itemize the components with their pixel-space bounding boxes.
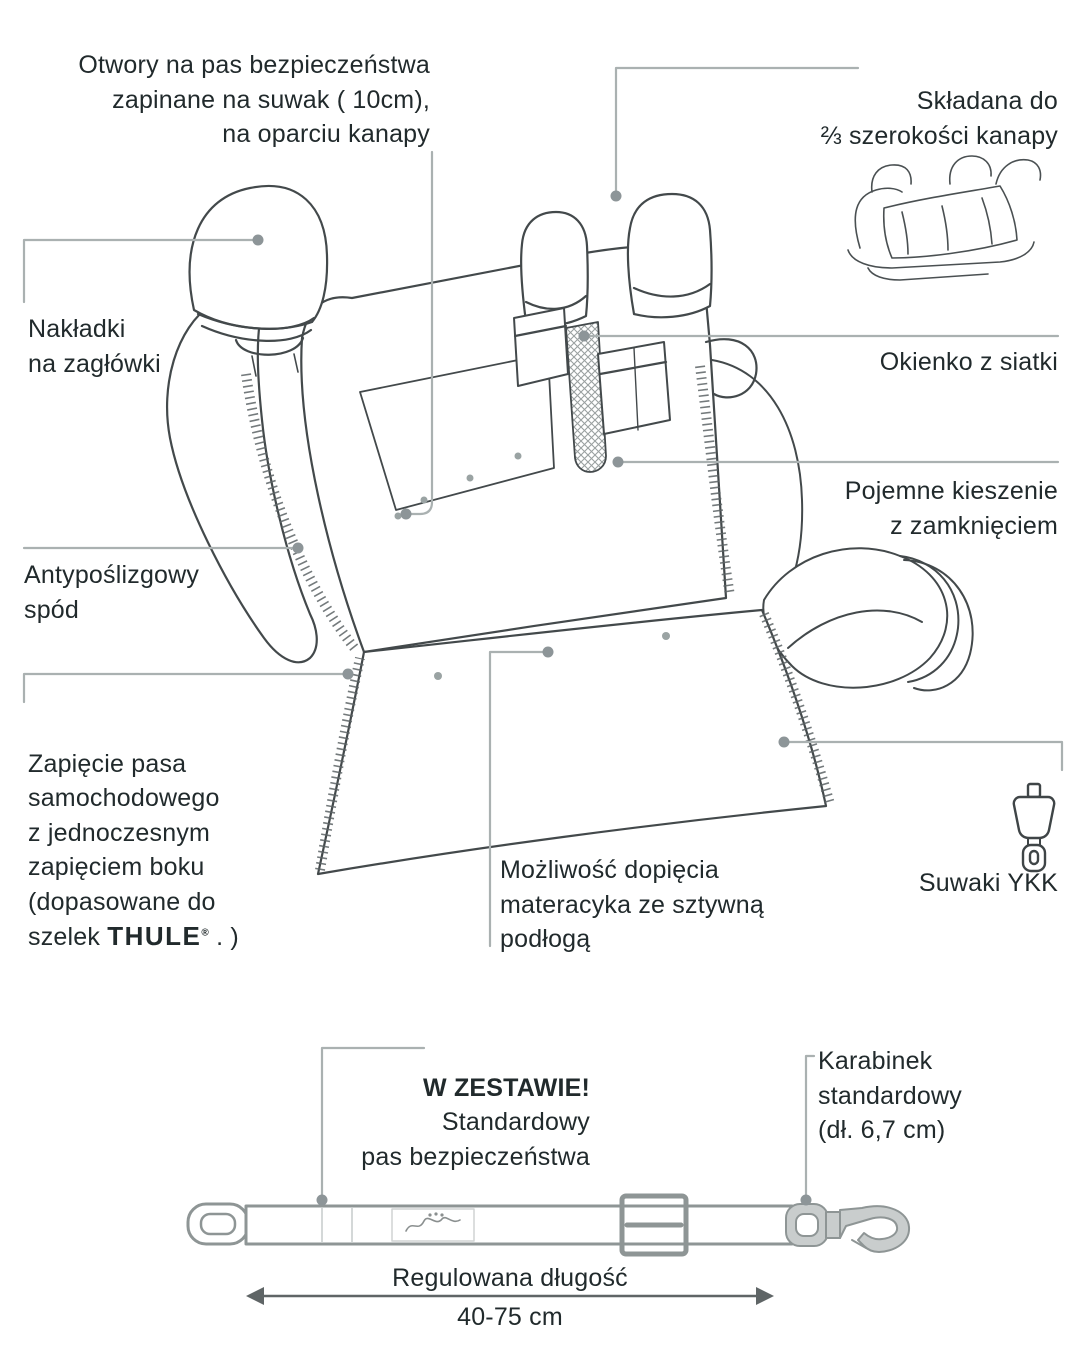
- callout-mattress: Możliwość dopięcia materacyka ze sztywną…: [500, 856, 765, 953]
- callout-headrest-covers: Nakładki na zagłówki: [28, 315, 161, 378]
- callout-pockets: Pojemne kieszenie z zamknięciem: [844, 477, 1058, 540]
- snap-dots: [394, 452, 670, 680]
- belt-length-value: 40-75 cm: [457, 1303, 563, 1331]
- callout-mesh-window: Okienko z siatki: [879, 348, 1058, 376]
- included-title: W ZESTAWIE!: [423, 1073, 590, 1102]
- side-handle: [704, 338, 758, 399]
- included-text: Standardowy pas bezpieczeństwa: [361, 1108, 590, 1171]
- small-headrest-covers: [520, 192, 713, 327]
- belt-adjuster: [619, 1193, 689, 1257]
- callout-included: W ZESTAWIE! Standardowy pas bezpieczeństw…: [361, 1036, 590, 1174]
- callout-carabiner: Karabinek standardowy (dł. 6,7 cm): [818, 1047, 962, 1144]
- belt-eyelet: [186, 1202, 250, 1246]
- back-fold-panel: [359, 353, 555, 511]
- belt-length-label: Regulowana długość: [392, 1264, 628, 1292]
- folded-side-roll: [711, 359, 974, 692]
- belt-fastening-text: Zapięcie pasa samochodowego z jednoczesn…: [28, 749, 220, 952]
- seat-cover-illustration: [166, 184, 974, 876]
- zip-pockets: [513, 307, 671, 435]
- callout-connectors: [22, 66, 1064, 1206]
- ykk-zipper-icon: [1012, 782, 1056, 873]
- length-arrow: [246, 1287, 774, 1305]
- callout-foldable: Składana do ⅔ szerokości kanapy: [820, 87, 1058, 150]
- zipper-teeth: [241, 365, 835, 871]
- connector-dots: [252, 190, 812, 1206]
- left-bolster: [166, 302, 318, 664]
- belt-strap: [244, 1204, 794, 1246]
- callout-zippers: Suwaki YKK: [918, 869, 1058, 897]
- belt-fastening-text-end: . ): [208, 923, 239, 951]
- headrest-cover: [188, 184, 329, 377]
- mesh-window-strap: [565, 321, 607, 473]
- thule-registered-mark: ®: [201, 927, 209, 939]
- thule-logo: THULE: [107, 921, 202, 951]
- callout-belt-fastening: Zapięcie pasa samochodowego z jednoczesn…: [28, 712, 278, 955]
- callout-belt-holes: Otwory na pas bezpieczeństwa zapinane na…: [78, 51, 430, 148]
- carabiner-hook: [785, 1203, 911, 1253]
- belt-illustration: [186, 1193, 911, 1305]
- hammock-flap: [316, 608, 828, 876]
- callout-antislip: Antypoślizgowy spód: [24, 561, 200, 624]
- brand-squiggle-logo: [391, 1208, 475, 1242]
- folded-thumbnail-illustration: [847, 155, 1042, 281]
